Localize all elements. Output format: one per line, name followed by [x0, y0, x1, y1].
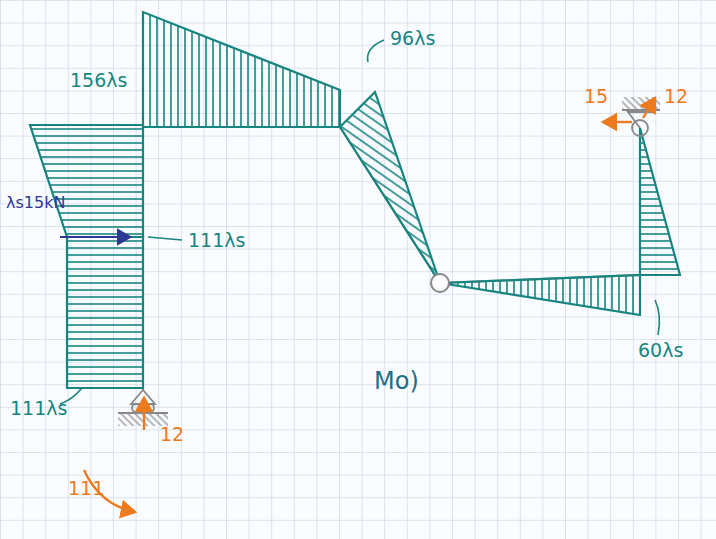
moment-value: 60λs — [636, 340, 685, 361]
moment-value: 111λs — [8, 398, 69, 419]
load-label: λs15kN — [4, 194, 67, 212]
diagram-title: Mo) — [372, 368, 421, 394]
moment-value: 96λs — [388, 28, 437, 49]
reaction-value: 15 — [582, 86, 610, 107]
reaction-value: 12 — [158, 424, 186, 445]
reaction-value: 12 — [662, 86, 690, 107]
moment-value: 111λs — [186, 230, 247, 251]
reaction-moment: 111 — [66, 478, 106, 499]
moment-value: 156λs — [68, 70, 129, 91]
